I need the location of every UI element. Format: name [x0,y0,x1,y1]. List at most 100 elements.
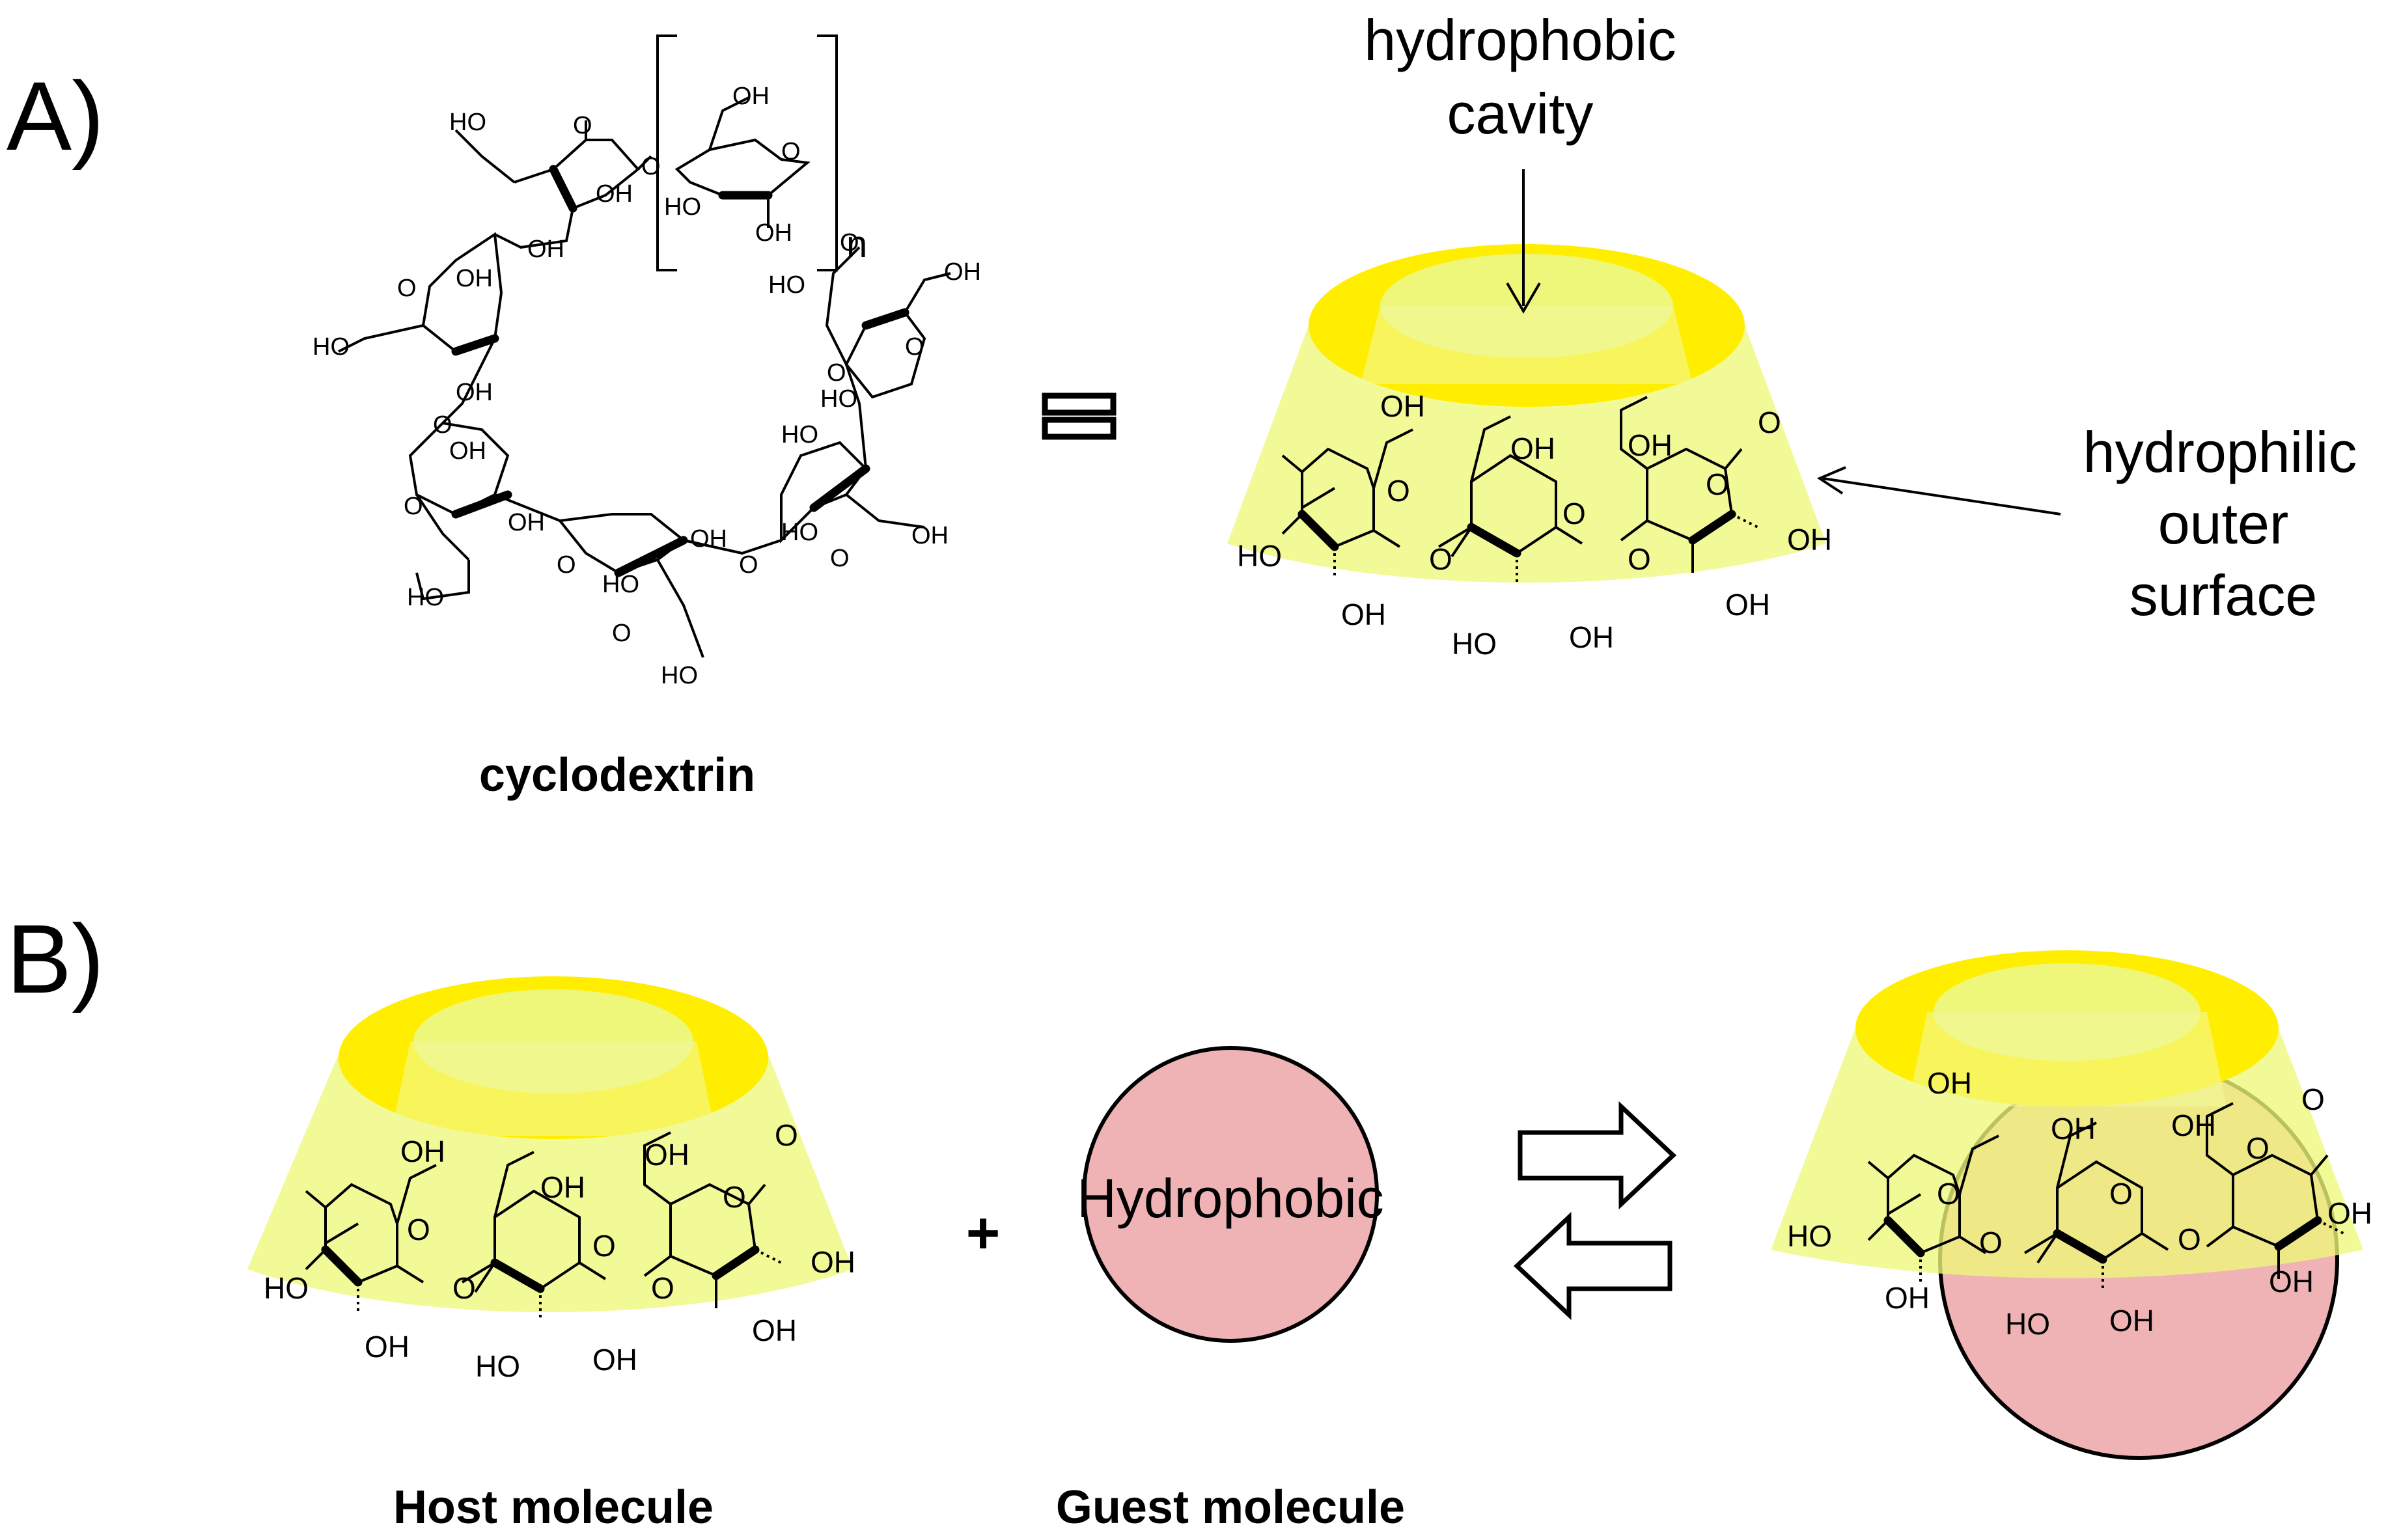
hydroxyl-label: OH [752,1313,797,1347]
ring-oxygen-label: O [397,275,417,302]
ring-oxygen-label: O [1937,1177,1960,1211]
cavity-callout-line1: hydrophobic [1364,8,1676,72]
host-molecule-model: OH O HO OH O OH O HO OH O OH O O OH OH [247,976,855,1383]
reverse-arrow [1513,1211,1672,1321]
hydroxyl-label: OH [540,1170,585,1204]
hydroxyl-label: OH [2171,1108,2216,1142]
glycosidic-oxygen-label: O [840,229,859,256]
hydroxyl-label: HO [475,1349,520,1383]
ring-oxygen-label: O [1387,474,1410,508]
hydroxyl-label: HO [768,271,805,299]
hydroxyl-label: OH [732,83,770,110]
hydroxyl-label: OH [456,265,493,292]
equilibrium-arrows [1513,1101,1677,1321]
ring-oxygen-label: O [404,493,423,520]
ring-oxygen-label: O [1562,497,1586,530]
hydroxyl-label: HO [1787,1219,1832,1253]
ring-oxygen-label: O [592,1229,616,1263]
hydroxyl-label: OH [400,1134,445,1168]
ring-oxygen-label: O [612,620,631,647]
hydroxyl-label: HO [820,385,857,413]
ring-oxygen-label: O [723,1180,746,1214]
hydroxyl-label: HO [781,421,818,448]
macrocycle-bonds [338,96,951,658]
hydroxyl-label: OH [1341,598,1386,631]
glycosidic-oxygen-label: O [1429,542,1452,576]
repeat-bracket-left [656,34,677,271]
cyclodextrin-caption: cyclodextrin [479,749,755,801]
hydroxyl-label: OH [1725,588,1770,622]
hydroxyl-label: OH [2109,1304,2154,1338]
ring-oxygen-label: O [2109,1177,2133,1211]
carbonyl-oxygen-label: O [2301,1082,2325,1116]
panel-b-label: B) [7,904,104,1013]
glycosidic-oxygen-label: O [1979,1226,2003,1259]
ring-oxygen-label: O [1706,467,1729,501]
hydroxyl-label: OH [2051,1112,2096,1146]
ring-oxygen-label: O [830,545,850,572]
hydroxyl-label: HO [661,662,698,689]
cavity-wall [1361,306,1693,384]
hydroxyl-label: OH [911,522,949,549]
repeat-bracket-right [817,34,838,271]
cavity-callout-line2: cavity [1447,81,1594,146]
plus-sign: + [966,1201,1001,1266]
cavity-pointer-arrow [1506,169,1541,314]
carbonyl-oxygen-label: O [1758,406,1781,439]
surface-callout-line3: surface [2130,563,2318,627]
hydroxyl-label: OH [2269,1265,2314,1299]
ring-oxygen-label: O [781,138,801,165]
guest-molecule-caption: Guest molecule [1056,1481,1405,1533]
equivalence-symbol [1042,392,1117,440]
hydroxyl-label: HO [781,519,818,546]
inclusion-complex-model: OH O HO OH O OH O HO OH O OH O O OH OH [1771,950,2372,1460]
hydroxyl-label: HO [2005,1307,2050,1341]
glycosidic-oxygen-label: O [641,153,661,180]
surface-pointer-arrow [1816,466,2061,516]
glycosidic-oxygen-label: O [433,411,452,439]
hydroxyl-label: HO [407,584,444,611]
hydroxyl-label: OH [365,1330,409,1364]
hydroxyl-label: OH [1787,523,1832,557]
glycosidic-oxygen-label: O [452,1271,476,1305]
hydroxyl-label: OH [508,509,545,536]
hydroxyl-label: OH [944,258,981,286]
carbonyl-oxygen-label: O [775,1118,798,1152]
glycosidic-oxygen-label: O [827,359,846,387]
glycosidic-oxygen-label: O [557,551,576,579]
hydroxyl-label: HO [602,571,639,598]
guest-circle [1082,1046,1379,1343]
host-molecule-caption: Host molecule [393,1481,714,1533]
hydroxyl-label: HO [312,333,350,361]
cavity-wall [1908,1012,2227,1107]
ring-oxygen-label: O [2246,1131,2269,1165]
hydroxyl-label: OH [2327,1196,2372,1230]
hydroxyl-label: OH [1628,428,1672,462]
guest-label: Hydrophobic [1077,1168,1384,1229]
surface-callout-line1: hydrophilic [2083,420,2357,484]
hydroxyl-label: OH [1885,1281,1930,1315]
cavity-wall [391,1041,716,1136]
hydroxyl-label: OH [592,1343,637,1377]
hydroxyl-label: OH [690,525,727,553]
glycosidic-oxygen-label: O [2178,1222,2201,1256]
cyclodextrin-structure: n [312,34,981,689]
hydroxyl-label: HO [1452,627,1497,661]
hydroxyl-label: OH [755,219,792,247]
cone-body [1227,325,1826,583]
glycosidic-oxygen-label: O [1628,542,1651,576]
macrocycle-atom-labels: HO O O OH OH OH HO O OH O O OH HO OH O O… [312,83,981,689]
hydroxyl-label: OH [1927,1066,1972,1100]
hydroxyl-label: OH [456,379,493,406]
glycosidic-oxygen-label: O [651,1271,674,1305]
forward-arrow [1518,1101,1677,1210]
hydroxyl-label: HO [264,1271,309,1305]
hydroxyl-label: OH [527,236,564,263]
glycosidic-oxygen-label: O [739,551,758,579]
hydroxyl-label: OH [1380,389,1425,423]
ring-oxygen-label: O [573,112,592,139]
hydroxyl-label: OH [596,180,633,208]
hydroxyl-label: HO [1237,539,1282,573]
panel-a-label: A) [7,61,104,171]
